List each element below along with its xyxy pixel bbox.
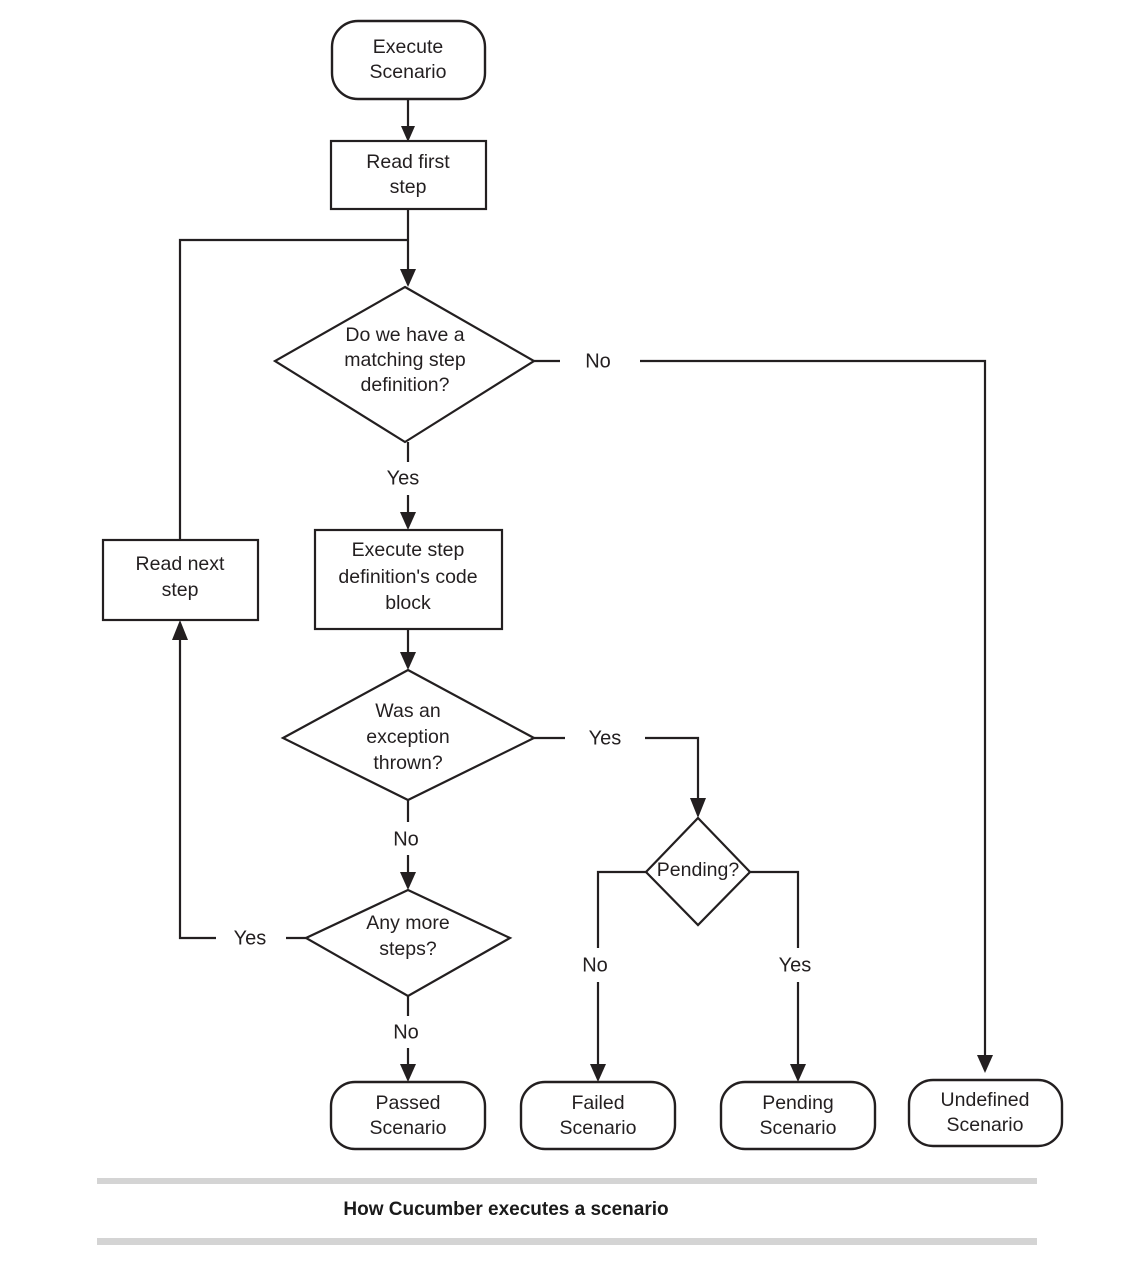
pending-label: Pending?	[657, 859, 740, 881]
matching-step-definition-label-line2: matching step	[344, 349, 466, 371]
edge-label-pending-no: No	[582, 954, 608, 976]
node-read-first-step[interactable]: Read first step	[329, 139, 488, 211]
node-exception-thrown[interactable]: Was an exception thrown?	[280, 668, 537, 802]
arrowhead-readnext	[172, 620, 188, 640]
node-pending[interactable]: Pending?	[644, 816, 752, 927]
read-next-step-label-line1: Read next	[136, 553, 225, 575]
edge-label-exception-yes: Yes	[589, 727, 622, 749]
execute-scenario-shape	[330, 19, 487, 101]
edge-pending-no	[596, 870, 646, 1072]
caption-bottom-rule	[97, 1238, 1037, 1245]
passed-scenario-label-line2: Scenario	[370, 1117, 447, 1139]
node-failed-scenario[interactable]: Failed Scenario	[519, 1080, 677, 1151]
matching-step-definition-label-line3: definition?	[361, 374, 450, 396]
figure-caption: How Cucumber executes a scenario	[343, 1199, 668, 1220]
edge-pending-yes	[750, 870, 800, 1072]
execute-code-block-shape	[313, 528, 504, 631]
execute-code-block-label-line1: Execute step	[352, 539, 465, 561]
arrowhead-pendingscenario	[790, 1064, 806, 1082]
failed-scenario-label-line1: Failed	[571, 1092, 624, 1114]
pending-scenario-label-line2: Scenario	[760, 1117, 837, 1139]
arrowhead-exception	[400, 652, 416, 670]
exception-thrown-shape	[280, 668, 537, 802]
matching-step-definition-label-line1: Do we have a	[345, 324, 464, 346]
node-any-more-steps[interactable]: Any more steps?	[303, 888, 513, 998]
any-more-steps-shape	[303, 888, 513, 998]
edge-anymore-yes	[178, 634, 306, 940]
edge-label-exception-no: No	[393, 828, 419, 850]
arrowhead-codeblock	[400, 512, 416, 530]
exception-thrown-label-line2: exception	[366, 726, 449, 748]
exception-thrown-label-line3: thrown?	[373, 752, 443, 774]
node-passed-scenario[interactable]: Passed Scenario	[329, 1080, 487, 1151]
execute-code-block-label-line2: definition's code	[338, 566, 477, 588]
arrowhead-undefined	[977, 1055, 993, 1073]
read-next-step-label-line2: step	[162, 579, 199, 601]
read-next-step-shape	[101, 538, 260, 622]
connectors	[172, 99, 993, 1082]
edge-label-pending-yes: Yes	[779, 954, 812, 976]
arrowhead-anymore	[400, 872, 416, 890]
node-read-next-step[interactable]: Read next step	[101, 538, 260, 622]
edge-label-matching-no: No	[585, 350, 611, 372]
arrowhead-failed	[590, 1064, 606, 1082]
failed-scenario-shape	[519, 1080, 677, 1151]
execute-scenario-label-line1: Execute	[373, 36, 443, 58]
failed-scenario-label-line2: Scenario	[560, 1117, 637, 1139]
node-pending-scenario[interactable]: Pending Scenario	[719, 1080, 877, 1151]
undefined-scenario-label-line2: Scenario	[947, 1114, 1024, 1136]
pending-shape	[644, 816, 752, 927]
arrowhead-pending	[690, 798, 706, 818]
edge-label-matching-yes: Yes	[387, 467, 420, 489]
caption-top-rule	[97, 1178, 1037, 1184]
execute-code-block-label-line3: block	[385, 592, 431, 614]
node-matching-step-definition[interactable]: Do we have a matching step definition?	[272, 285, 537, 444]
passed-scenario-shape	[329, 1080, 487, 1151]
edge-readnext-loopback	[178, 238, 408, 540]
edge-matching-no	[534, 359, 987, 1063]
execute-scenario-label-line2: Scenario	[370, 61, 447, 83]
read-first-step-label-line2: step	[390, 176, 427, 198]
any-more-steps-label-line2: steps?	[379, 938, 437, 960]
undefined-scenario-label-line1: Undefined	[941, 1089, 1030, 1111]
undefined-scenario-shape	[907, 1078, 1064, 1148]
read-first-step-label-line1: Read first	[366, 151, 450, 173]
node-execute-code-block[interactable]: Execute step definition's code block	[313, 528, 504, 631]
passed-scenario-label-line1: Passed	[375, 1092, 440, 1114]
matching-step-definition-shape	[272, 285, 537, 444]
node-undefined-scenario[interactable]: Undefined Scenario	[907, 1078, 1064, 1148]
arrowhead-readfirst	[401, 126, 415, 142]
arrowhead-matching	[400, 269, 416, 287]
edge-label-anymore-no: No	[393, 1021, 419, 1043]
arrowhead-passed	[400, 1064, 416, 1082]
pending-scenario-shape	[719, 1080, 877, 1151]
pending-scenario-label-line1: Pending	[762, 1092, 834, 1114]
exception-thrown-label-line1: Was an	[375, 700, 440, 722]
node-execute-scenario[interactable]: Execute Scenario	[330, 19, 487, 101]
read-first-step-shape	[329, 139, 488, 211]
edge-exception-yes	[534, 736, 700, 806]
edge-label-anymore-yes: Yes	[234, 927, 267, 949]
any-more-steps-label-line1: Any more	[366, 912, 449, 934]
